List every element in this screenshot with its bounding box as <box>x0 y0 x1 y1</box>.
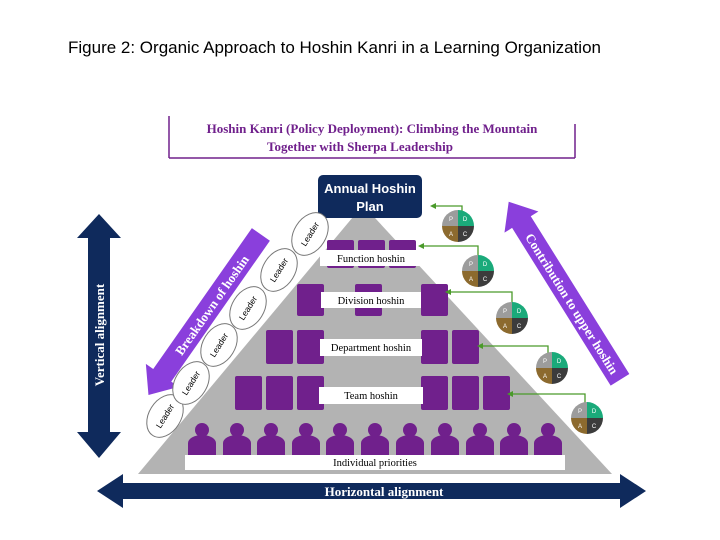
person-icon <box>534 423 562 455</box>
annual-hoshin-plan-box: Annual Hoshin Plan <box>318 175 422 218</box>
pdca-c: C <box>463 232 468 238</box>
pdca-a: A <box>503 324 507 330</box>
level-labels: Function hoshin Division hoshin Departme… <box>185 250 565 470</box>
individual-priorities-label: Individual priorities <box>333 458 417 469</box>
division-hoshin-label: Division hoshin <box>338 296 406 307</box>
pdca-cycle-3: P D C A <box>496 302 528 334</box>
pdca-cycle-4: P D C A <box>536 352 568 384</box>
person-icon <box>223 423 251 455</box>
banner: Hoshin Kanri (Policy Deployment): Climbi… <box>168 116 576 159</box>
team-blocks <box>235 376 510 410</box>
pdca-connector-heads <box>418 203 513 397</box>
person-icon <box>257 423 285 455</box>
person-icon <box>292 423 320 455</box>
pdca-c: C <box>483 277 488 283</box>
banner-line-1: Hoshin Kanri (Policy Deployment): Climbi… <box>207 121 539 136</box>
person-icon <box>326 423 354 455</box>
pdca-a: A <box>469 277 473 283</box>
person-icon <box>361 423 389 455</box>
pdca-p: P <box>578 409 582 415</box>
person-icon <box>188 423 216 455</box>
pdca-p: P <box>503 309 507 315</box>
pdca-a: A <box>543 374 547 380</box>
vertical-alignment-label: Vertical alignment <box>92 283 107 386</box>
department-blocks <box>266 330 479 364</box>
pdca-cycle-1: P D C A <box>442 210 474 242</box>
pdca-d: D <box>592 409 597 415</box>
person-icon <box>431 423 459 455</box>
banner-line-2: Together with Sherpa Leadership <box>267 139 453 154</box>
apex-line-2: Plan <box>356 199 384 214</box>
pdca-p: P <box>543 359 547 365</box>
department-hoshin-label: Department hoshin <box>331 343 412 354</box>
pdca-c: C <box>517 324 522 330</box>
vertical-alignment-arrow: Vertical alignment <box>77 214 121 458</box>
leader-chain: Leader Leader Leader Leader Leader Leade… <box>146 212 329 438</box>
person-icon <box>396 423 424 455</box>
pdca-p: P <box>469 262 473 268</box>
pdca-a: A <box>449 232 453 238</box>
pdca-a: A <box>578 424 582 430</box>
pdca-d: D <box>483 262 488 268</box>
individuals-row <box>188 423 562 455</box>
apex-line-1: Annual Hoshin <box>324 181 416 196</box>
pdca-c: C <box>557 374 562 380</box>
person-icon <box>466 423 494 455</box>
horizontal-alignment-arrow: Horizontal alignment <box>97 474 646 508</box>
pdca-cycle-2: P D C A <box>462 255 494 287</box>
team-hoshin-label: Team hoshin <box>344 391 399 402</box>
function-hoshin-label: Function hoshin <box>337 254 406 265</box>
pdca-d: D <box>463 217 468 223</box>
pdca-d: D <box>557 359 562 365</box>
pdca-c: C <box>592 424 597 430</box>
horizontal-alignment-label: Horizontal alignment <box>325 484 444 499</box>
pdca-d: D <box>517 309 522 315</box>
contribution-label: Contribution to upper hoshin <box>522 230 622 377</box>
figure-title: Figure 2: Organic Approach to Hoshin Kan… <box>68 38 601 57</box>
person-icon <box>500 423 528 455</box>
pdca-cycle-5: P D C A <box>571 402 603 434</box>
pdca-p: P <box>449 217 453 223</box>
